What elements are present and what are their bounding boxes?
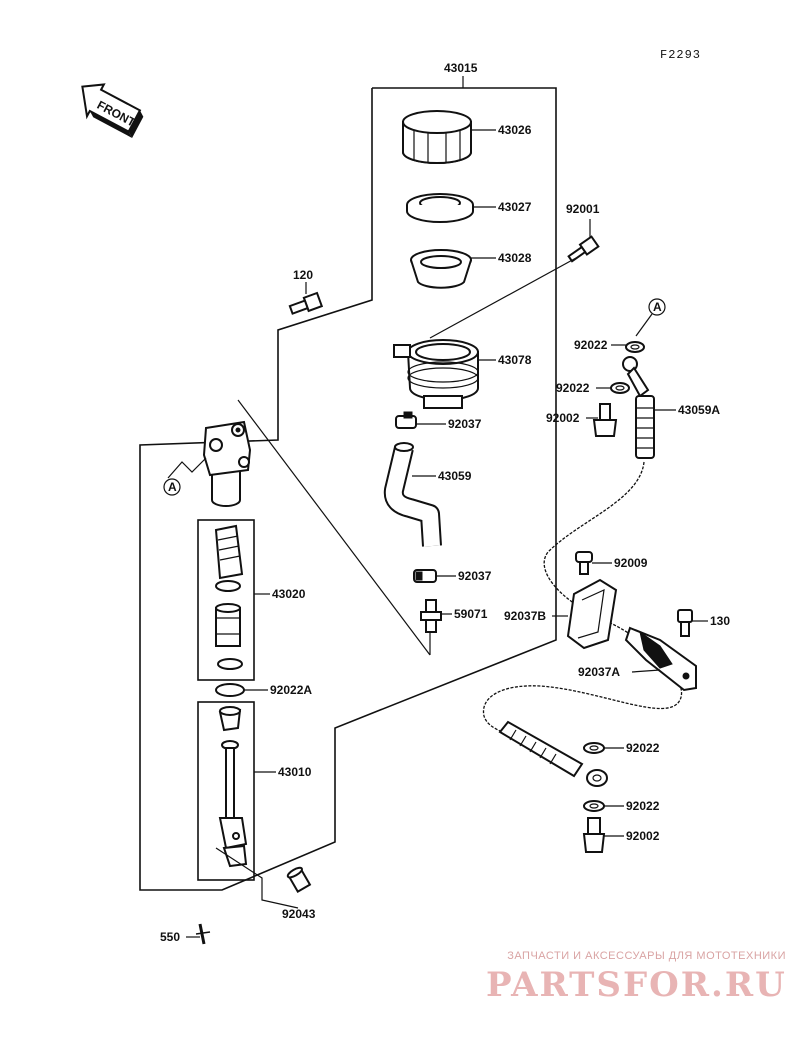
cotter-pin-550 bbox=[195, 923, 211, 945]
label-43026: 43026 bbox=[498, 123, 532, 137]
watermark-logo: PARTSFOR.RU bbox=[486, 965, 787, 1005]
washer-92022-d bbox=[583, 800, 605, 812]
label-43015: 43015 bbox=[444, 61, 478, 75]
label-92001: 92001 bbox=[566, 202, 600, 216]
assembly-frame bbox=[139, 87, 557, 891]
label-43010: 43010 bbox=[278, 765, 312, 779]
brake-hose-upper bbox=[635, 395, 655, 459]
label-92037A: 92037A bbox=[578, 665, 620, 679]
label-92022-d: 92022 bbox=[626, 799, 660, 813]
label-92022A: 92022A bbox=[270, 683, 312, 697]
label-43059: 43059 bbox=[438, 469, 472, 483]
piston-kit bbox=[214, 524, 244, 670]
label-92022-a: 92022 bbox=[574, 338, 608, 352]
banjo-bolt-92002-b bbox=[582, 817, 606, 853]
label-92043: 92043 bbox=[282, 907, 316, 921]
clamp-92037-top bbox=[395, 411, 417, 429]
label-43059A: 43059A bbox=[678, 403, 720, 417]
fitting-59071 bbox=[420, 599, 442, 633]
label-92009: 92009 bbox=[614, 556, 648, 570]
marker-a-right-text: A bbox=[653, 300, 662, 314]
label-92002-b: 92002 bbox=[626, 829, 660, 843]
label-92037B: 92037B bbox=[504, 609, 546, 623]
label-43027: 43027 bbox=[498, 200, 532, 214]
diaphragm-plate bbox=[406, 193, 474, 223]
label-120: 120 bbox=[293, 268, 313, 282]
label-59071: 59071 bbox=[454, 607, 488, 621]
watermark-tagline: ЗАПЧАСТИ И АКСЕССУАРЫ ДЛЯ МОТОТЕХНИКИ bbox=[507, 950, 786, 962]
banjo-bolt-92002-a bbox=[592, 403, 618, 437]
label-43028: 43028 bbox=[498, 251, 532, 265]
master-cylinder-body bbox=[202, 420, 252, 507]
label-550: 550 bbox=[160, 930, 180, 944]
marker-a-left-text: A bbox=[168, 480, 177, 494]
reservoir-body bbox=[393, 339, 479, 409]
front-arrow-icon: FRONT bbox=[81, 83, 144, 138]
clamp-92037-mid bbox=[413, 569, 437, 583]
clamp-bracket-92037b bbox=[566, 578, 618, 650]
label-43078: 43078 bbox=[498, 353, 532, 367]
reservoir-cap bbox=[402, 110, 472, 164]
washer-92022-b bbox=[610, 382, 630, 394]
piston-kit-frame bbox=[197, 519, 255, 681]
label-92022-b: 92022 bbox=[556, 381, 590, 395]
circlip-92022a bbox=[215, 683, 245, 697]
label-92002-a: 92002 bbox=[546, 411, 580, 425]
label-92037-mid: 92037 bbox=[458, 569, 492, 583]
brake-hose-lower bbox=[498, 720, 608, 787]
clevis-pin-92043 bbox=[286, 866, 312, 894]
label-130: 130 bbox=[710, 614, 730, 628]
bolt-120 bbox=[288, 291, 324, 315]
washer-92022-a bbox=[625, 341, 645, 353]
push-rod bbox=[218, 706, 248, 868]
diagram-code: F2293 bbox=[660, 48, 701, 62]
bolt-130 bbox=[677, 609, 693, 637]
marker-a-left bbox=[163, 478, 181, 496]
label-92037-top: 92037 bbox=[448, 417, 482, 431]
reservoir-hose bbox=[383, 442, 442, 547]
marker-a-right bbox=[648, 298, 666, 316]
bracket-92037a bbox=[624, 626, 697, 692]
label-43020: 43020 bbox=[272, 587, 306, 601]
bolt-92001 bbox=[567, 235, 600, 263]
screw-92009 bbox=[575, 551, 593, 575]
diaphragm bbox=[410, 249, 472, 289]
washer-92022-c bbox=[583, 742, 605, 754]
push-rod-frame bbox=[197, 701, 255, 881]
label-92022-c: 92022 bbox=[626, 741, 660, 755]
